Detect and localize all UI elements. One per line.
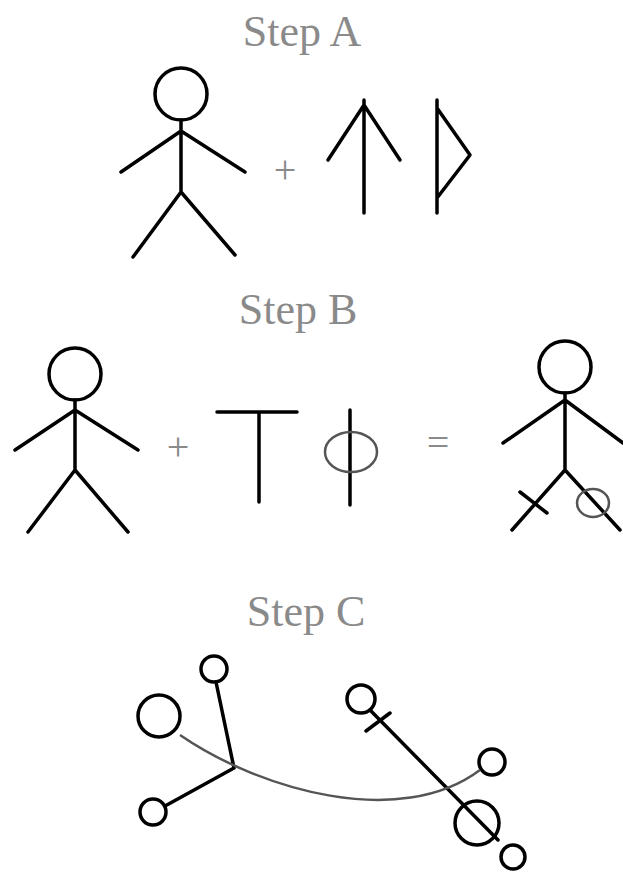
joint-circle <box>201 656 227 682</box>
rune-symbol <box>348 410 352 505</box>
figure-head <box>155 68 207 120</box>
joint-circle <box>347 685 375 713</box>
plus-sign: + <box>274 150 297 190</box>
plus-sign: + <box>167 427 190 467</box>
limb-line <box>366 710 498 840</box>
step-heading: Step B <box>239 288 358 332</box>
stick-figure <box>121 120 245 257</box>
stick-figure <box>503 393 623 530</box>
figure-head <box>539 341 591 393</box>
joint-circle <box>140 799 166 825</box>
limb-line <box>165 682 234 806</box>
equals-sign: = <box>427 423 450 463</box>
rune-ring <box>325 432 377 472</box>
rune-symbol <box>328 100 400 213</box>
rune-ring <box>577 489 609 517</box>
rune-symbol <box>437 100 470 213</box>
joint-circle <box>455 801 499 845</box>
step-heading: Step C <box>247 590 366 634</box>
joint-circle <box>138 695 180 737</box>
curve-line <box>180 735 480 800</box>
joint-circle <box>479 749 505 775</box>
figure-head <box>49 348 101 400</box>
joint-circle <box>501 845 525 869</box>
rune-symbol <box>217 412 297 502</box>
step-heading: Step A <box>243 10 362 54</box>
stick-figure <box>15 400 138 532</box>
